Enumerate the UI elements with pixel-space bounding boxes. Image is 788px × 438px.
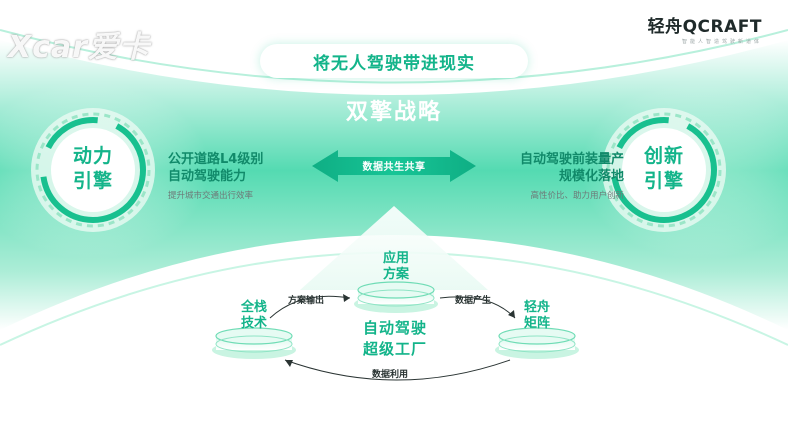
factory-line2: 超级工厂 (362, 340, 427, 358)
left-desc-sub: 提升城市交通出行效率 (168, 191, 254, 201)
platform-left-label: 全栈 技术 (224, 300, 284, 332)
left-engine-description: 公开道路L4级别 自动驾驶能力 提升城市交通出行效率 (168, 151, 263, 205)
cycle-label-utilize: 数据利用 (372, 370, 409, 380)
platform-top-label: 应用 方案 (366, 251, 426, 283)
cycle-label-generate: 数据产生 (455, 296, 492, 306)
right-engine-label: 创新 引擎 (624, 144, 704, 194)
strategy-title: 双擎战略 (345, 100, 442, 125)
right-desc-sub: 高性价比、助力用户创新 (530, 191, 624, 201)
cycle-arrow-top-right (439, 296, 516, 319)
light-cone (300, 206, 488, 290)
cycle-arrow-left-top (269, 295, 351, 319)
platform-right-label: 轻舟 矩阵 (507, 300, 567, 332)
left-desc-line2: 自动驾驶能力 (168, 169, 247, 184)
platform-top-line2: 方案 (382, 267, 409, 282)
right-desc-line1: 自动驾驶前装量产 (519, 152, 624, 167)
left-engine-label-line1: 动力 (72, 145, 113, 167)
platform-top (354, 281, 438, 313)
right-desc-line2: 规模化落地 (558, 169, 624, 184)
title-banner: 将无人驾驶带进现实 (260, 44, 528, 78)
funnel-band (0, 40, 788, 330)
left-engine-label: 动力 引擎 (53, 144, 133, 194)
platform-top-line1: 应用 (382, 251, 409, 266)
platform-right (495, 327, 579, 359)
right-engine-circle (602, 108, 726, 232)
brand-name: 轻舟QCRAFT (647, 17, 762, 37)
cycle-arrow-right-left (284, 359, 511, 381)
brand-tagline: 智能人智造驾驶新道体 (681, 39, 762, 45)
platform-right-line1: 轻舟 (523, 300, 550, 315)
right-engine-label-line2: 引擎 (643, 170, 684, 192)
cycle-label-output: 方案输出 (288, 296, 325, 306)
left-engine-circle (31, 108, 155, 232)
platform-left (212, 327, 296, 359)
platform-left-line2: 技术 (240, 316, 267, 331)
super-factory-label: 自动驾驶 超级工厂 (330, 318, 460, 360)
platform-right-line2: 矩阵 (523, 316, 550, 331)
left-desc-line1: 公开道路L4级别 (168, 152, 264, 167)
factory-line1: 自动驾驶 (362, 319, 427, 337)
right-engine-description: 自动驾驶前装量产 规模化落地 高性价比、助力用户创新 (486, 151, 624, 205)
left-engine-label-line2: 引擎 (72, 170, 113, 192)
watermark-logo: Xcar爱卡 (8, 30, 150, 65)
data-sharing-label: 数据共生共享 (362, 162, 426, 173)
platform-left-line1: 全栈 (240, 300, 267, 315)
data-sharing-arrow (312, 150, 476, 182)
brand-logo: 轻舟QCRAFT 智能人智造驾驶新道体 (648, 12, 762, 45)
right-engine-label-line1: 创新 (643, 145, 684, 167)
